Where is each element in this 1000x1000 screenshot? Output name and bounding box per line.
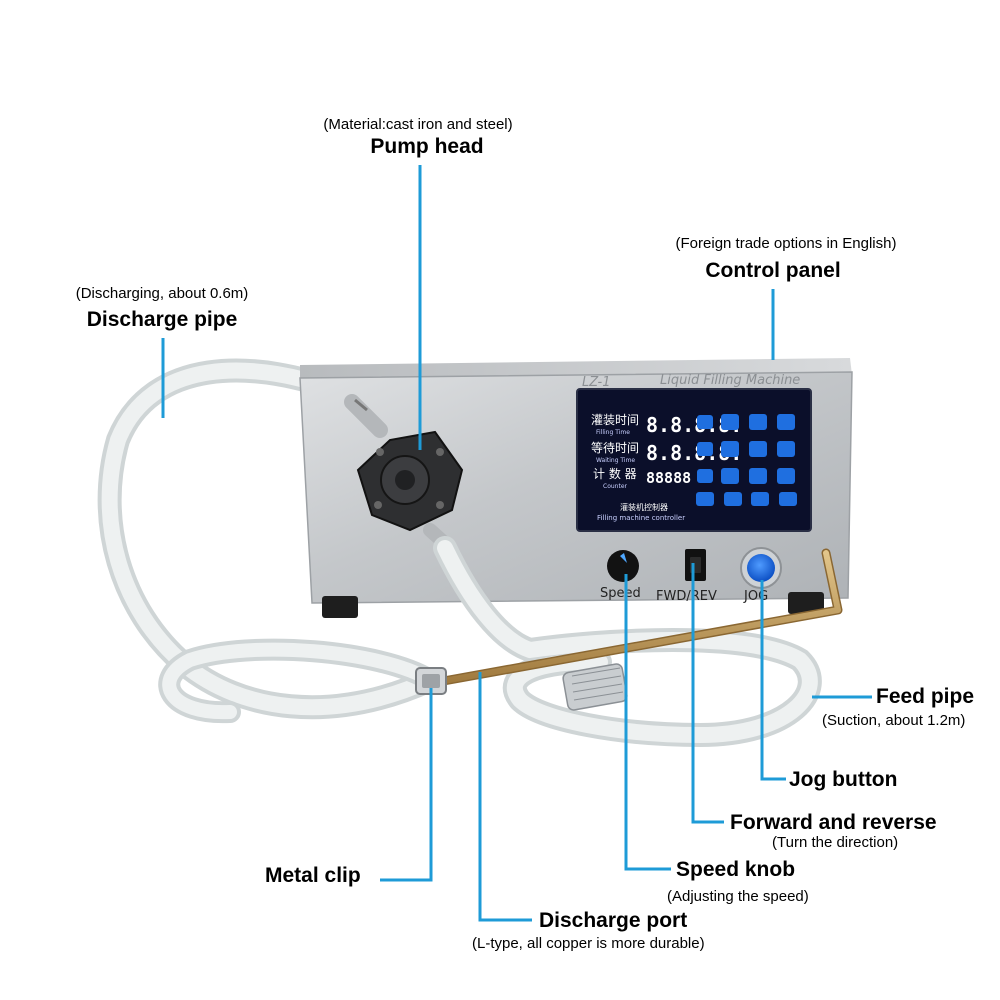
forward-reverse-title: Forward and reverse [730, 811, 937, 834]
discharge-pipe-note: (Discharging, about 0.6m) [75, 285, 249, 302]
jog-text: JOG [743, 589, 768, 604]
copper-discharge-port [433, 548, 843, 687]
controller-cn: 灌装机控制器 [620, 502, 668, 512]
panel-key-6[interactable] [777, 441, 795, 457]
leader-lines [161, 165, 872, 922]
filling-time-cn: 灌装时间 [591, 413, 639, 427]
fwd-rev-text: FWD/REV [656, 589, 717, 604]
panel-key-3[interactable] [777, 414, 795, 430]
controller-en: Filling machine controller [597, 514, 685, 522]
panel-key-5[interactable] [749, 441, 767, 457]
panel-key-1[interactable] [721, 414, 739, 430]
panel-key-4[interactable] [721, 441, 739, 457]
foot-left [322, 596, 358, 618]
panel-key-side-3[interactable] [697, 469, 713, 483]
panel-key-7[interactable] [721, 468, 739, 484]
counter-en: Counter [603, 483, 628, 490]
panel-key-2[interactable] [749, 414, 767, 430]
jog-button-title: Jog button [789, 768, 898, 791]
speed-knob-note: (Adjusting the speed) [667, 888, 809, 905]
forward-reverse-leader [691, 563, 724, 824]
speed-text: Speed [600, 586, 641, 601]
panel-key-bottom-3[interactable] [751, 492, 769, 506]
control-panel-display: 灌装时间 Filling Time 8.8.8.8. 等待时间 Waiting … [576, 388, 812, 532]
speed-knob-marker [620, 553, 627, 563]
metal-clip-title: Metal clip [265, 864, 361, 887]
counter-cn: 计 数 器 [593, 466, 637, 481]
discharge-tube [97, 358, 442, 724]
panel-key-bottom-2[interactable] [724, 492, 742, 506]
jog-button-leader [760, 580, 786, 781]
metal-clip-leader [380, 688, 433, 882]
feed-pipe-title: Feed pipe [876, 685, 975, 708]
pump-head [344, 394, 464, 555]
model-text: LZ-1 [582, 375, 610, 390]
discharge-port-note: (L-type, all copper is more durable) [472, 935, 705, 952]
panel-key-bottom-1[interactable] [696, 492, 714, 506]
panel-keypad [696, 414, 797, 506]
pump-head-title: Pump head [370, 135, 484, 158]
filling-time-en: Filling Time [596, 429, 630, 436]
control-panel-note: (Foreign trade options in English) [675, 235, 897, 252]
discharge-pipe-title: Discharge pipe [86, 308, 238, 331]
panel-key-bottom-4[interactable] [779, 492, 797, 506]
speed-knob-leader [624, 574, 671, 871]
counter-display: 88888 [646, 469, 691, 487]
panel-key-8[interactable] [749, 468, 767, 484]
pump-head-note: (Material:cast iron and steel) [323, 116, 513, 133]
discharge-port-leader [478, 672, 532, 922]
panel-key-side-2[interactable] [697, 442, 713, 456]
waiting-time-cn: 等待时间 [591, 441, 639, 455]
speed-knob[interactable] [607, 550, 639, 582]
jog-button[interactable] [747, 554, 775, 582]
forward-reverse-note: (Turn the direction) [772, 834, 899, 851]
machine-title-text: Liquid Filling Machine [660, 373, 800, 388]
foot-right [788, 592, 824, 614]
feed-tube [433, 536, 822, 748]
discharge-port-title: Discharge port [539, 909, 688, 932]
control-panel-title: Control panel [705, 259, 841, 282]
panel-key-9[interactable] [777, 468, 795, 484]
speed-knob-title: Speed knob [676, 858, 796, 881]
feed-pipe-note: (Suction, about 1.2m) [822, 712, 966, 729]
waiting-time-en: Waiting Time [596, 457, 635, 464]
panel-key-side-1[interactable] [697, 415, 713, 429]
